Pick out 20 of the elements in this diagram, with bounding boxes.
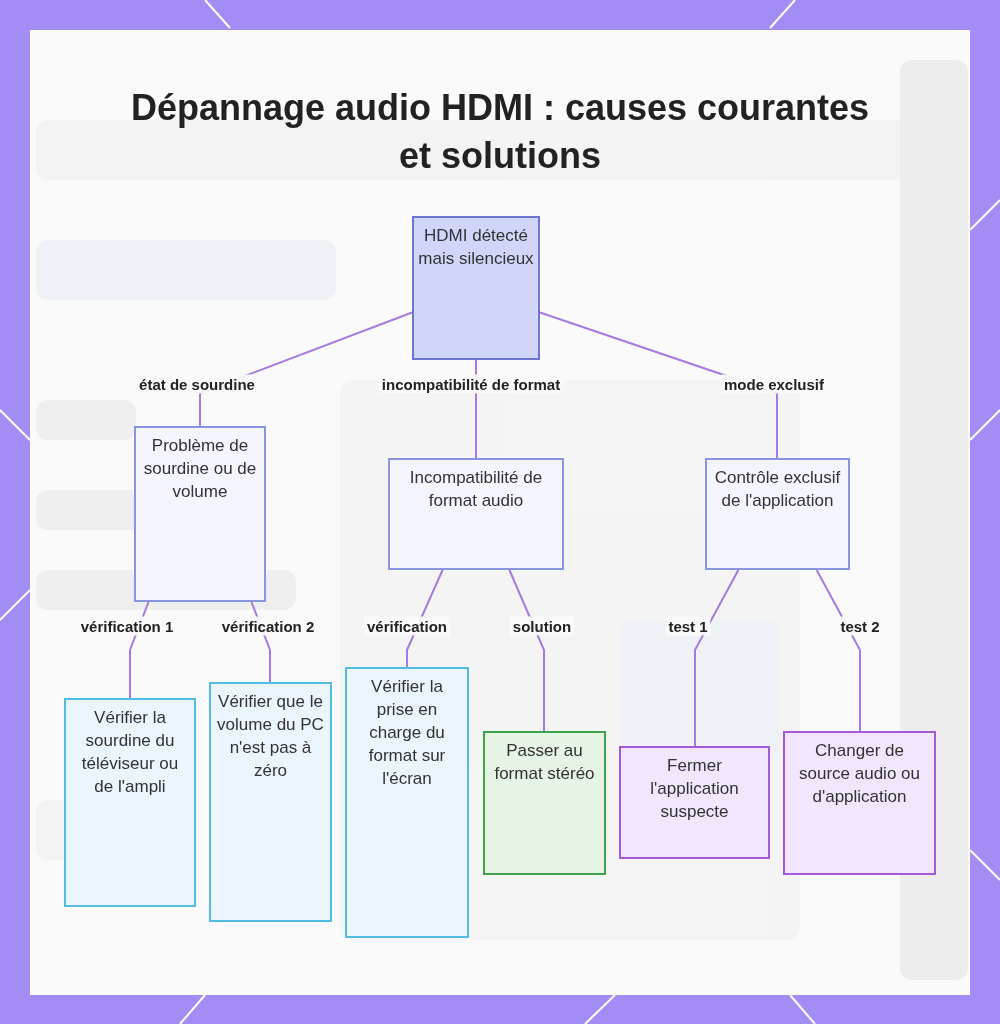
process-box: Changer de source audio ou d'application (783, 731, 936, 875)
edge-label: solution (509, 616, 575, 636)
process-box: HDMI détecté mais silencieux (412, 216, 540, 360)
process-box: Vérifier la prise en charge du format sur l'écran (345, 667, 469, 938)
connector-line (815, 569, 861, 732)
process-box: Vérifier que le volume du PC n'est pas à zéro (209, 682, 332, 922)
edge-label: mode exclusif (721, 374, 827, 394)
connector-line (694, 569, 740, 747)
connector-line (508, 569, 545, 732)
edge-label: vérification (364, 616, 450, 636)
process-box: Fermer l'application suspecte (619, 746, 770, 859)
edge-label: incompatibilité de format (378, 374, 564, 394)
edge-label: test 1 (665, 616, 711, 636)
process-box: Vérifier la sourdine du téléviseur ou de l'ampli (64, 698, 196, 907)
process-box: Contrôle exclusif de l'application (705, 458, 850, 570)
title: Dépannage audio HDMI : causes courantes et solutions (130, 86, 870, 178)
edge-label: état de sourdine (136, 374, 258, 394)
process-box: Problème de sourdine ou de volume (134, 426, 266, 602)
process-box: Incompatibilité de format audio (388, 458, 564, 570)
process-box: Passer au format stéréo (483, 731, 606, 875)
